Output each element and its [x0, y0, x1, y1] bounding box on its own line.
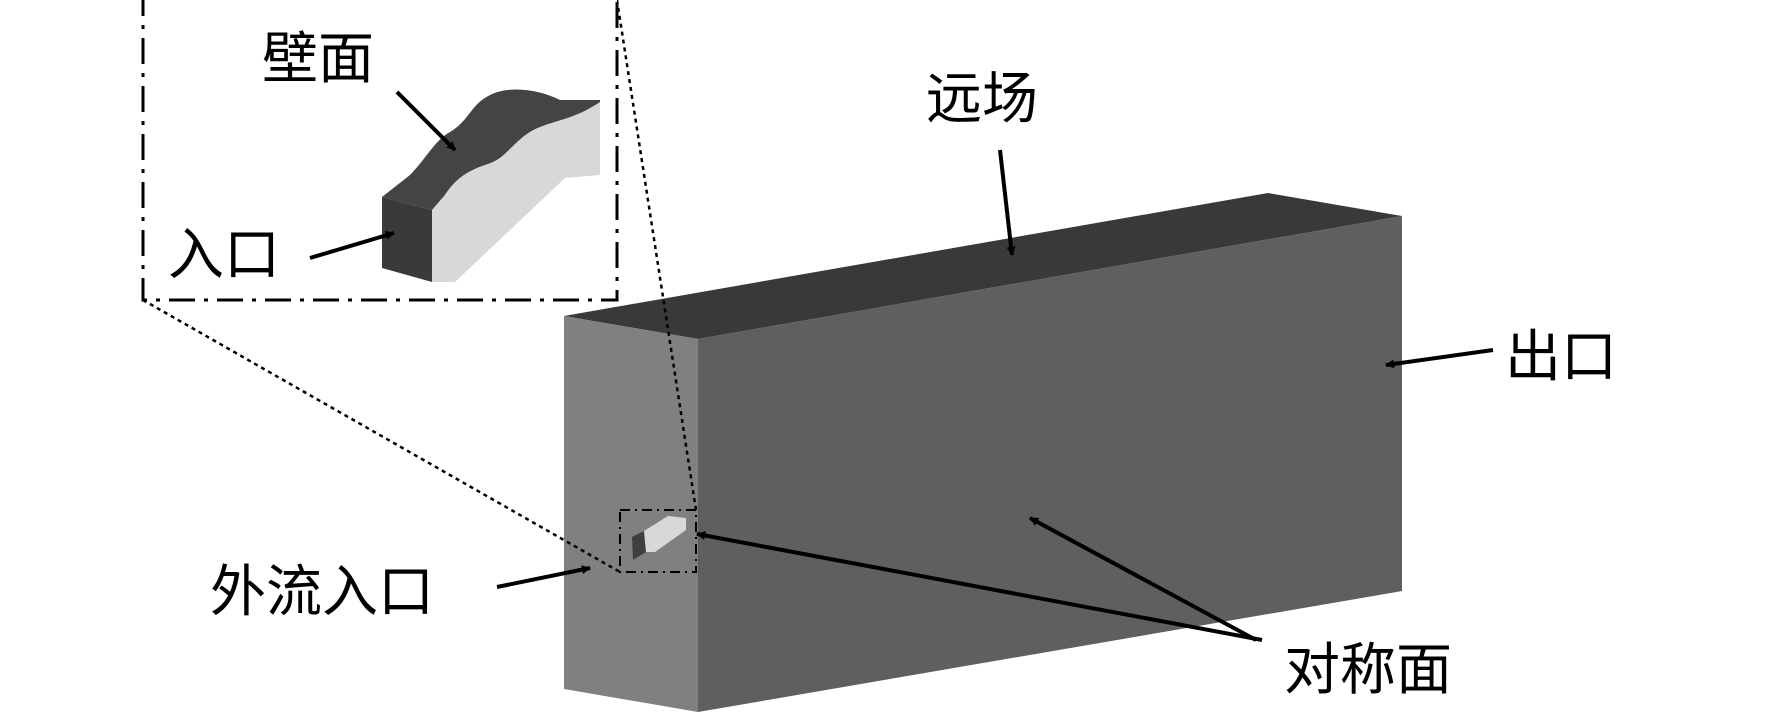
- label-external-inlet: 外流入口: [210, 560, 434, 625]
- zoom-line-top: [615, 0, 698, 511]
- domain-box: [564, 193, 1402, 712]
- label-wall: 壁面: [262, 27, 374, 92]
- box-front-face: [698, 216, 1402, 712]
- zoom-line-bottom: [142, 298, 621, 574]
- zoom-region-small: [619, 509, 697, 573]
- enlarged-part-inlet-face: [382, 197, 432, 282]
- box-top-face: [564, 193, 1402, 339]
- wall-arrow: [395, 90, 457, 152]
- symmetry-arrow-1: [1029, 516, 1257, 642]
- enlarged-part-side: [432, 102, 600, 282]
- label-far-field: 远场: [926, 67, 1038, 132]
- enlarged-part: [382, 89, 600, 282]
- symmetry-arrow-2: [696, 531, 1263, 642]
- outlet-arrow: [1385, 348, 1494, 369]
- small-part: [632, 516, 686, 560]
- box-left-face: [564, 316, 698, 712]
- enlarged-part-top: [382, 89, 600, 210]
- far-field-arrow: [998, 149, 1016, 256]
- label-inlet: 入口: [168, 223, 280, 288]
- label-symmetry-plane: 对称面: [1284, 638, 1452, 703]
- label-outlet: 出口: [1505, 325, 1617, 390]
- inlet-arrow: [309, 230, 395, 260]
- external-inlet-arrow: [496, 565, 591, 589]
